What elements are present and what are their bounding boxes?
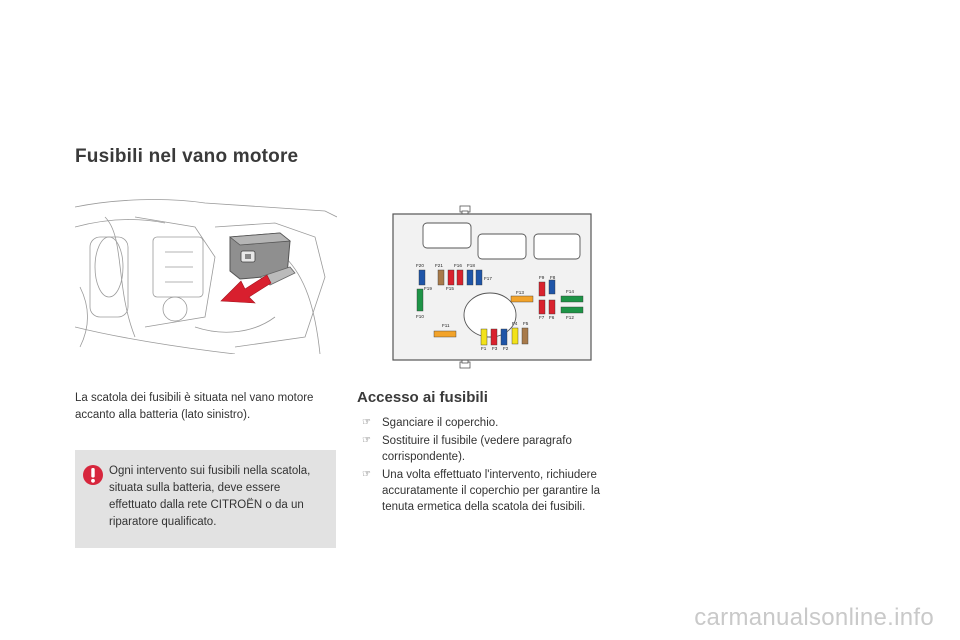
access-title: Accesso ai fusibili xyxy=(357,389,488,406)
list-item: ☞ Una volta effettuato l'intervento, ric… xyxy=(360,467,632,515)
fuse-f8 xyxy=(548,279,556,295)
step-text: Sostituire il fusibile (vedere paragrafo… xyxy=(382,435,572,463)
fuse-label-f19: F19 xyxy=(424,286,432,291)
list-item: ☞ Sostituire il fusibile (vedere paragra… xyxy=(360,433,632,465)
fuse-label-f13: F13 xyxy=(516,290,524,295)
fuse-diagram-drawing: F20 F21 F16 F18 F19 F15 F17 F9 F8 F13 F1… xyxy=(392,205,592,369)
fuse-label-f17: F17 xyxy=(484,276,492,281)
pointer-arrow-icon xyxy=(220,274,272,304)
step-text: Una volta effettuato l'intervento, richi… xyxy=(382,469,600,513)
fuse-f21 xyxy=(437,269,445,286)
warning-box: Ogni intervento sui fusibili nella scato… xyxy=(75,450,336,548)
fuse-label-f14: F14 xyxy=(566,289,574,294)
fuse-label-f5: F5 xyxy=(523,321,529,326)
fuse-label-f7: F7 xyxy=(539,315,545,320)
hand-pointer-icon: ☞ xyxy=(362,435,371,446)
hand-pointer-icon: ☞ xyxy=(362,417,371,428)
page-title: Fusibili nel vano motore xyxy=(75,146,299,167)
intro-text: La scatola dei fusibili è situata nel va… xyxy=(75,392,314,421)
engine-bay-illustration xyxy=(75,197,337,354)
fuse-f1 xyxy=(480,328,488,346)
fuse-label-f11: F11 xyxy=(442,323,450,328)
fuse-f3 xyxy=(490,328,498,346)
watermark: carmanualsonline.info xyxy=(694,604,934,631)
fuse-f16 xyxy=(456,269,464,286)
fuse-f14 xyxy=(560,295,584,303)
fuse-label-f16: F16 xyxy=(454,263,462,268)
fuse-f9 xyxy=(538,281,546,297)
fuse-box-shape xyxy=(228,232,296,286)
fuse-label-f15: F15 xyxy=(446,286,454,291)
fuse-f10 xyxy=(416,288,424,312)
fuse-label-f12: F12 xyxy=(566,315,574,320)
fuse-f20 xyxy=(418,269,426,286)
fuse-label-f3: F3 xyxy=(492,346,498,351)
fuse-label-f8: F8 xyxy=(550,275,556,280)
fuse-f18 xyxy=(466,269,474,286)
list-item: ☞ Sganciare il coperchio. xyxy=(360,415,632,431)
fuse-label-f6: F6 xyxy=(549,315,555,320)
fuse-label-f2: F2 xyxy=(503,346,509,351)
access-steps-list: ☞ Sganciare il coperchio. ☞ Sostituire i… xyxy=(360,415,632,517)
fuse-label-f4: F4 xyxy=(512,321,518,326)
fuse-label-f1: F1 xyxy=(481,346,487,351)
engine-bay-drawing xyxy=(75,199,337,354)
fuse-box-diagram: F20 F21 F16 F18 F19 F15 F17 F9 F8 F13 F1… xyxy=(392,204,596,370)
fuse-f17 xyxy=(475,269,483,286)
exclamation-warning-icon xyxy=(83,465,103,485)
fuse-f4 xyxy=(511,327,519,345)
fuse-f5 xyxy=(521,327,529,345)
fuse-f15-top xyxy=(447,269,455,286)
fuse-label-f20: F20 xyxy=(416,263,424,268)
fuse-f6 xyxy=(548,299,556,315)
fuse-label-f10: F10 xyxy=(416,314,424,319)
fuse-f7 xyxy=(538,299,546,315)
step-text: Sganciare il coperchio. xyxy=(382,417,499,429)
fuse-f2 xyxy=(500,328,508,346)
fuse-label-f9: F9 xyxy=(539,275,545,280)
fuse-f11 xyxy=(433,330,457,338)
fuse-f12 xyxy=(560,306,584,314)
warning-text: Ogni intervento sui fusibili nella scato… xyxy=(109,465,311,528)
fuse-label-f18: F18 xyxy=(467,263,475,268)
fuse-label-f21: F21 xyxy=(435,263,443,268)
fuse-f13 xyxy=(510,295,534,303)
hand-pointer-icon: ☞ xyxy=(362,469,371,480)
